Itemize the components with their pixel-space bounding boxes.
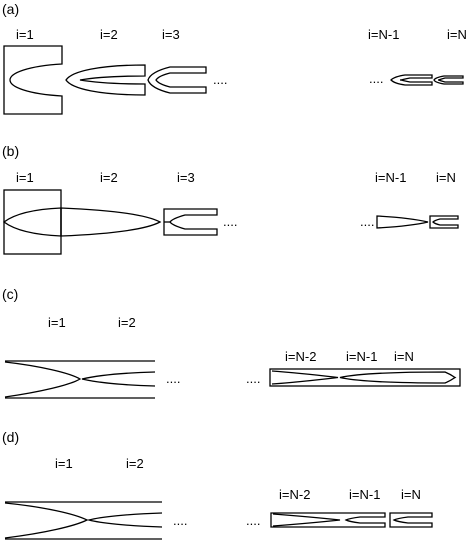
panel-a-dots-1: .... bbox=[213, 72, 227, 87]
panel-c-label-n-1: i=N-1 bbox=[346, 349, 377, 364]
panel-b-element-n bbox=[429, 215, 459, 229]
panel-a-dots-2: .... bbox=[369, 71, 383, 86]
panel-d-crack-2 bbox=[86, 512, 163, 528]
panel-b-label-n-1: i=N-1 bbox=[375, 170, 406, 185]
panel-d-crack-n-2 bbox=[272, 513, 341, 527]
panel-d: (d) i=1 i=2 i=N-2 i=N-1 i=N .... .... bbox=[2, 429, 433, 540]
panel-b-element-3 bbox=[163, 208, 218, 236]
panel-b-element-n-1 bbox=[376, 215, 429, 229]
panel-d-dots-1: .... bbox=[173, 513, 187, 528]
panel-c-strip-crack-2 bbox=[339, 371, 457, 384]
panel-d-tag: (d) bbox=[2, 429, 19, 445]
panel-d-label-1: i=1 bbox=[55, 456, 73, 471]
panel-a-element-n-1 bbox=[390, 74, 433, 86]
panel-a-label-2: i=2 bbox=[100, 27, 118, 42]
panel-a-label-1: i=1 bbox=[16, 27, 34, 42]
panel-c-crack-1 bbox=[4, 361, 82, 398]
panel-a: (a) i=1 i=2 i=3 i=N-1 i=N .... .... bbox=[2, 1, 467, 115]
panel-c-strip bbox=[269, 368, 461, 387]
panel-b-label-1: i=1 bbox=[16, 170, 34, 185]
panel-d-label-n: i=N bbox=[401, 487, 421, 502]
panel-d-label-n-2: i=N-2 bbox=[279, 487, 310, 502]
panel-a-label-n: i=N bbox=[447, 27, 467, 42]
panel-b-dots-2: .... bbox=[360, 214, 374, 229]
panel-a-label-n-1: i=N-1 bbox=[368, 27, 399, 42]
panel-b-label-3: i=3 bbox=[177, 170, 195, 185]
panel-d-element-n-2 bbox=[270, 512, 386, 528]
panel-b-element-1-lens bbox=[2, 207, 62, 237]
panel-c-label-n: i=N bbox=[394, 349, 414, 364]
panel-b-element-1-box bbox=[3, 189, 62, 255]
panel-a-tag: (a) bbox=[2, 1, 19, 17]
panel-b-label-2: i=2 bbox=[100, 170, 118, 185]
panel-c: (c) i=1 i=2 i=N-2 i=N-1 i=N .... .... bbox=[2, 286, 461, 399]
panel-a-element-2 bbox=[65, 64, 146, 96]
panel-a-label-3: i=3 bbox=[162, 27, 180, 42]
panel-d-label-n-1: i=N-1 bbox=[349, 487, 380, 502]
panel-d-dots-2: .... bbox=[246, 513, 260, 528]
panel-d-crack-1 bbox=[4, 502, 89, 539]
panel-c-label-2: i=2 bbox=[118, 315, 136, 330]
panel-b: (b) i=1 i=2 i=3 i=N-1 i=N .... .... bbox=[2, 143, 459, 255]
panel-c-label-1: i=1 bbox=[48, 315, 66, 330]
panel-b-tag: (b) bbox=[2, 143, 19, 159]
panel-b-label-n: i=N bbox=[436, 170, 456, 185]
panel-c-dots-2: .... bbox=[246, 371, 260, 386]
panel-a-element-1 bbox=[3, 45, 63, 115]
panel-b-dots-1: .... bbox=[223, 214, 237, 229]
panel-c-dots-1: .... bbox=[166, 371, 180, 386]
panel-d-element-n bbox=[389, 512, 433, 528]
panel-a-element-n bbox=[433, 75, 464, 85]
panel-c-tag: (c) bbox=[2, 286, 18, 302]
panel-c-label-n-2: i=N-2 bbox=[285, 349, 316, 364]
panel-c-strip-crack-1 bbox=[271, 370, 339, 385]
panel-a-element-3 bbox=[147, 66, 207, 94]
panel-b-element-2 bbox=[60, 207, 162, 237]
panel-c-crack-2 bbox=[81, 371, 156, 387]
panel-d-label-2: i=2 bbox=[126, 456, 144, 471]
